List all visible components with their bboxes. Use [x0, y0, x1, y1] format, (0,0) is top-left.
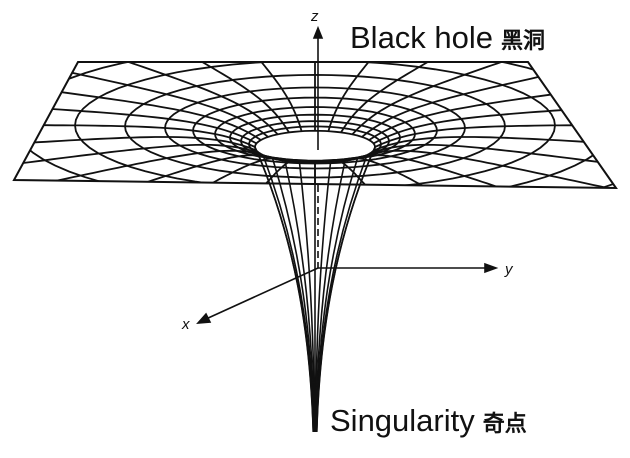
grid-radial-line [114, 62, 290, 133]
black-hole-label-cn: 黑洞 [501, 28, 546, 53]
black-hole-label-en: Black hole [350, 20, 494, 55]
funnel-line [254, 146, 314, 433]
y-arrowhead [484, 262, 499, 274]
grid-radial-line [14, 96, 257, 145]
singularity-label-en: Singularity [330, 403, 475, 438]
grid-radial-line [340, 62, 516, 133]
x-arrowhead [196, 312, 212, 324]
funnel-line [316, 146, 376, 433]
grid-radial-line [14, 136, 257, 154]
z-arrowhead [312, 25, 324, 39]
grid-radial-line [14, 62, 269, 138]
spacetime-plane-outline [12, 61, 618, 190]
z-axis-label: z [311, 8, 319, 25]
grid-radial-line [14, 124, 256, 148]
grid-radial-line [368, 70, 616, 141]
grid-radial-line [14, 143, 262, 180]
funnel-line [315, 160, 346, 433]
grid-radial-line [327, 62, 419, 132]
funnel-line [315, 150, 374, 433]
grid-radial-line [352, 154, 603, 188]
grid-radial-line [361, 149, 616, 188]
funnel-line [314, 162, 332, 433]
grid-radial-line [211, 62, 303, 132]
grid-radial-line [351, 62, 603, 135]
axes [196, 25, 499, 324]
funnel-line [298, 162, 316, 433]
grid-radial-line [373, 136, 616, 154]
grid-radial-line [14, 70, 262, 141]
y-axis-label: y [505, 261, 513, 278]
funnel-lines [254, 146, 376, 433]
black-hole-label: Black hole 黑洞 [350, 20, 545, 56]
grid-radial-line [211, 159, 303, 188]
x-axis-label: x [182, 316, 190, 333]
grid-radial-line [327, 159, 419, 188]
grid-radial-line [14, 149, 269, 188]
grid-radial-line [27, 154, 278, 188]
grid-radial-line [361, 62, 616, 138]
singularity-label-cn: 奇点 [482, 411, 527, 436]
singularity-label: Singularity 奇点 [330, 403, 527, 439]
x-axis [205, 267, 319, 320]
grid-radial-line [368, 143, 616, 180]
grid-radial-line [27, 62, 279, 135]
